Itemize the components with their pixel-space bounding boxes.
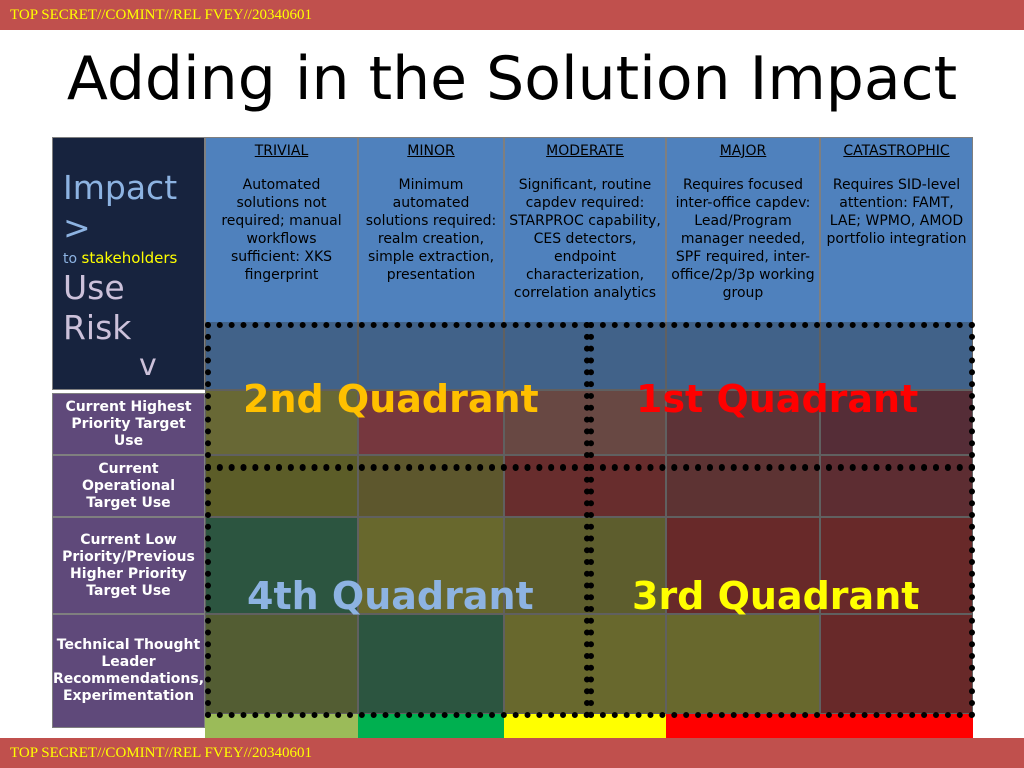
row-header-low-priority: Current Low Priority/Previous Higher Pri… bbox=[52, 517, 205, 614]
impact-strip-segment bbox=[666, 714, 820, 738]
risk-label: Risk bbox=[63, 308, 132, 347]
column-label: CATASTROPHIC bbox=[843, 143, 950, 159]
column-description: Requires SID-level attention: FAMT, LAE;… bbox=[826, 177, 967, 247]
impact-arrow: > bbox=[63, 208, 91, 247]
column-header-major: MAJOR Requires focused inter-office capd… bbox=[666, 137, 820, 390]
column-header-moderate: MODERATE Significant, routine capdev req… bbox=[504, 137, 666, 390]
impact-strip-segment bbox=[358, 714, 504, 738]
matrix-cell bbox=[358, 614, 504, 714]
classification-banner-bottom: TOP SECRET//COMINT//REL FVEY//20340601 bbox=[0, 738, 1024, 768]
column-label: MODERATE bbox=[546, 143, 624, 159]
title-overlap-mask bbox=[0, 130, 1024, 138]
matrix-cell bbox=[666, 614, 820, 714]
slide-title: Adding in the Solution Impact bbox=[66, 44, 958, 114]
column-header-catastrophic: CATASTROPHIC Requires SID-level attentio… bbox=[820, 137, 973, 390]
classification-banner-top: TOP SECRET//COMINT//REL FVEY//20340601 bbox=[0, 0, 1024, 30]
quadrant-3-box bbox=[588, 465, 975, 718]
row-label: Current Highest Priority Target Use bbox=[65, 398, 192, 449]
matrix-cell bbox=[358, 517, 504, 614]
matrix-cell bbox=[205, 390, 358, 455]
matrix-cell bbox=[205, 517, 358, 614]
row-label: Current Operational Target Use bbox=[81, 460, 176, 511]
matrix-cell bbox=[820, 614, 973, 714]
impact-strip-segment bbox=[820, 714, 973, 738]
quadrant-4-label: 4th Quadrant bbox=[247, 574, 534, 618]
column-label: TRIVIAL bbox=[254, 143, 309, 159]
matrix-cell bbox=[820, 390, 973, 455]
axis-corner-cell: Impact > to stakeholders Use Risk v bbox=[52, 137, 205, 390]
risk-arrow: v bbox=[139, 348, 157, 383]
matrix-cell bbox=[666, 390, 820, 455]
quadrant-4-box bbox=[205, 465, 590, 718]
row-header-thought-leader: Technical Thought Leader Recommendations… bbox=[52, 614, 205, 728]
row-header-highest-priority: Current Highest Priority Target Use bbox=[52, 393, 205, 455]
quadrant-1-label: 1st Quadrant bbox=[636, 377, 919, 421]
row-header-operational: Current Operational Target Use bbox=[52, 455, 205, 517]
column-description: Significant, routine capdev required: ST… bbox=[509, 177, 661, 301]
column-description: Automated solutions not required; manual… bbox=[221, 177, 342, 283]
column-header-minor: MINOR Minimum automated solutions requir… bbox=[358, 137, 504, 390]
column-label: MINOR bbox=[407, 143, 455, 159]
row-label: Technical Thought Leader Recommendations… bbox=[52, 637, 205, 704]
matrix-cell bbox=[820, 517, 973, 614]
use-label: Use bbox=[63, 268, 125, 307]
stakeholders-label: stakeholders bbox=[81, 249, 178, 267]
matrix-cell bbox=[358, 390, 504, 455]
use-risk-axis-label: Use Risk bbox=[63, 268, 131, 348]
to-stakeholders-label: to stakeholders bbox=[63, 249, 177, 267]
impact-strip-segment bbox=[205, 714, 358, 738]
row-label: Current Low Priority/Previous Higher Pri… bbox=[62, 531, 195, 599]
impact-label: Impact bbox=[63, 168, 178, 207]
to-label: to bbox=[63, 251, 78, 267]
impact-axis-label: Impact > bbox=[63, 168, 177, 248]
quadrant-3-label: 3rd Quadrant bbox=[632, 574, 920, 618]
impact-strip-segment bbox=[504, 714, 666, 738]
column-description: Requires focused inter-office capdev: Le… bbox=[671, 177, 815, 301]
matrix-cell bbox=[666, 517, 820, 614]
quadrant-2-label: 2nd Quadrant bbox=[243, 377, 539, 421]
column-label: MAJOR bbox=[719, 143, 767, 159]
matrix-cell bbox=[205, 614, 358, 714]
column-description: Minimum automated solutions required: re… bbox=[365, 177, 497, 283]
column-header-trivial: TRIVIAL Automated solutions not required… bbox=[205, 137, 358, 390]
